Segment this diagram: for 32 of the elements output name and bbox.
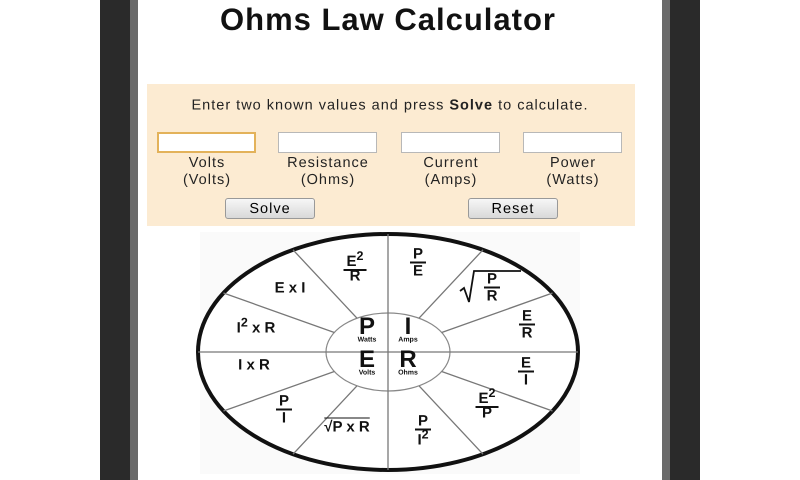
fraction-numerator: P bbox=[415, 414, 431, 430]
field-label: Current bbox=[423, 155, 479, 171]
fraction-numerator: E$^{2}$ bbox=[344, 249, 366, 271]
fraction-numerator: P bbox=[484, 272, 500, 288]
fraction-denominator: I bbox=[524, 372, 528, 388]
fraction-denominator: R bbox=[486, 288, 498, 304]
unit-label: (Ohms) bbox=[300, 172, 356, 188]
field-label: Resistance bbox=[287, 155, 369, 171]
formula-text: √P x R bbox=[324, 418, 370, 436]
quantity-symbol: I bbox=[404, 316, 412, 338]
page-title: Ohms Law Calculator bbox=[220, 2, 556, 38]
formula-text: E x I bbox=[274, 280, 306, 296]
formula-text: I$^{2}$ x R bbox=[236, 316, 276, 336]
fraction-numerator: P bbox=[410, 246, 426, 264]
fraction-denominator: I bbox=[282, 410, 286, 426]
fraction-denominator: R bbox=[522, 324, 532, 342]
fraction-denominator: E bbox=[413, 262, 423, 280]
formula-text: I x R bbox=[238, 356, 270, 374]
fraction-numerator: E bbox=[519, 308, 535, 326]
instruction-text: Enter two known values and press Solve to calculate. bbox=[190, 98, 590, 114]
reset-button: Reset bbox=[468, 198, 558, 219]
field-label: Power bbox=[550, 155, 596, 171]
quantity-symbol: P bbox=[359, 316, 375, 338]
fraction-numerator: E bbox=[518, 356, 534, 372]
quantity-symbol: E bbox=[359, 349, 375, 371]
solve-button: Solve bbox=[225, 198, 315, 219]
unit-label: (Volts) bbox=[182, 172, 232, 188]
fraction-numerator: P bbox=[276, 394, 292, 410]
unit-label: (Amps) bbox=[424, 172, 478, 188]
unit-label: (Watts) bbox=[546, 172, 600, 188]
field-label: Volts bbox=[188, 155, 226, 171]
fraction-numerator: E$^{2}$ bbox=[476, 386, 498, 408]
